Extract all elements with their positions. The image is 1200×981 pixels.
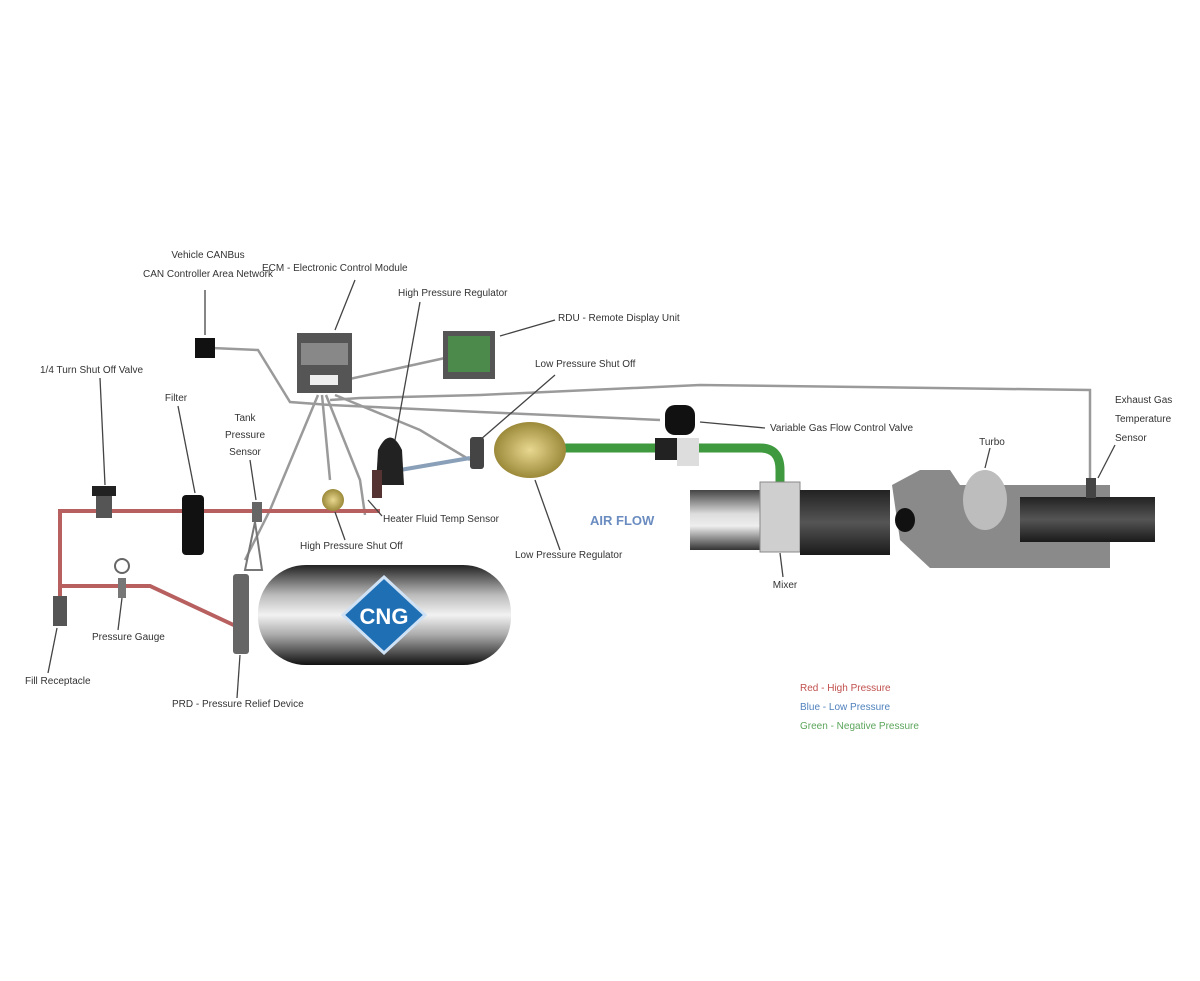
- quarter-turn-valve: [92, 486, 116, 518]
- intake-pipe: [690, 481, 890, 555]
- label-tank-sensor-1: Tank: [234, 413, 256, 424]
- label-turbo: Turbo: [979, 437, 1005, 448]
- legend-negative-pressure: Green - Negative Pressure: [800, 721, 919, 732]
- label-filter: Filter: [165, 393, 188, 404]
- remote-display-unit: [443, 331, 495, 379]
- cng-tank: CNG: [258, 565, 511, 665]
- label-pressure-gauge: Pressure Gauge: [92, 632, 165, 643]
- label-lp-regulator: Low Pressure Regulator: [515, 550, 623, 561]
- label-air-flow: AIR FLOW: [590, 513, 655, 528]
- low-pressure-shutoff: [470, 437, 484, 469]
- low-pressure-regulator: [494, 422, 566, 478]
- label-lp-shutoff: Low Pressure Shut Off: [535, 359, 636, 370]
- label-gas-flow-valve: Variable Gas Flow Control Valve: [770, 423, 913, 434]
- label-fill-receptacle: Fill Receptacle: [25, 676, 91, 687]
- tank-pressure-sensor: [243, 502, 264, 571]
- label-rdu: RDU - Remote Display Unit: [558, 313, 680, 324]
- pressure-gauge: [114, 558, 130, 598]
- canbus-connector: [195, 338, 215, 358]
- legend: Red - High Pressure Blue - Low Pressure …: [800, 683, 919, 732]
- label-prd: PRD - Pressure Relief Device: [172, 699, 304, 710]
- filter: [182, 495, 204, 555]
- wiring-harness: [211, 346, 1092, 561]
- leader-lines: [47, 279, 1116, 699]
- label-can-network: CAN Controller Area Network: [143, 269, 274, 280]
- label-ecm: ECM - Electronic Control Module: [262, 263, 408, 274]
- pressure-relief-device: [233, 574, 249, 654]
- gas-flow-control-valve: [655, 405, 699, 466]
- label-egt-1: Exhaust Gas: [1115, 395, 1172, 406]
- label-hp-shutoff: High Pressure Shut Off: [300, 541, 403, 552]
- high-pressure-shutoff: [322, 489, 344, 511]
- legend-low-pressure: Blue - Low Pressure: [800, 702, 890, 713]
- label-canbus: Vehicle CANBus: [171, 250, 244, 261]
- label-heater-temp: Heater Fluid Temp Sensor: [383, 514, 500, 525]
- negative-pressure-line: [560, 443, 785, 490]
- fill-receptacle: [53, 596, 67, 626]
- label-tank-sensor-2: Pressure: [225, 430, 265, 441]
- turbo: [892, 470, 1155, 568]
- label-mixer: Mixer: [773, 580, 798, 591]
- label-tank-sensor-3: Sensor: [229, 447, 261, 458]
- label-hp-regulator: High Pressure Regulator: [398, 288, 508, 299]
- high-pressure-lines: [58, 509, 380, 630]
- legend-high-pressure: Red - High Pressure: [800, 683, 891, 694]
- label-egt-3: Sensor: [1115, 433, 1147, 444]
- cng-logo-text: CNG: [360, 604, 409, 629]
- ecm-module: [297, 333, 352, 393]
- high-pressure-regulator: [372, 437, 404, 498]
- low-pressure-line: [399, 456, 471, 472]
- label-egt-2: Temperature: [1115, 414, 1172, 425]
- label-quarter-turn-valve: 1/4 Turn Shut Off Valve: [40, 365, 143, 376]
